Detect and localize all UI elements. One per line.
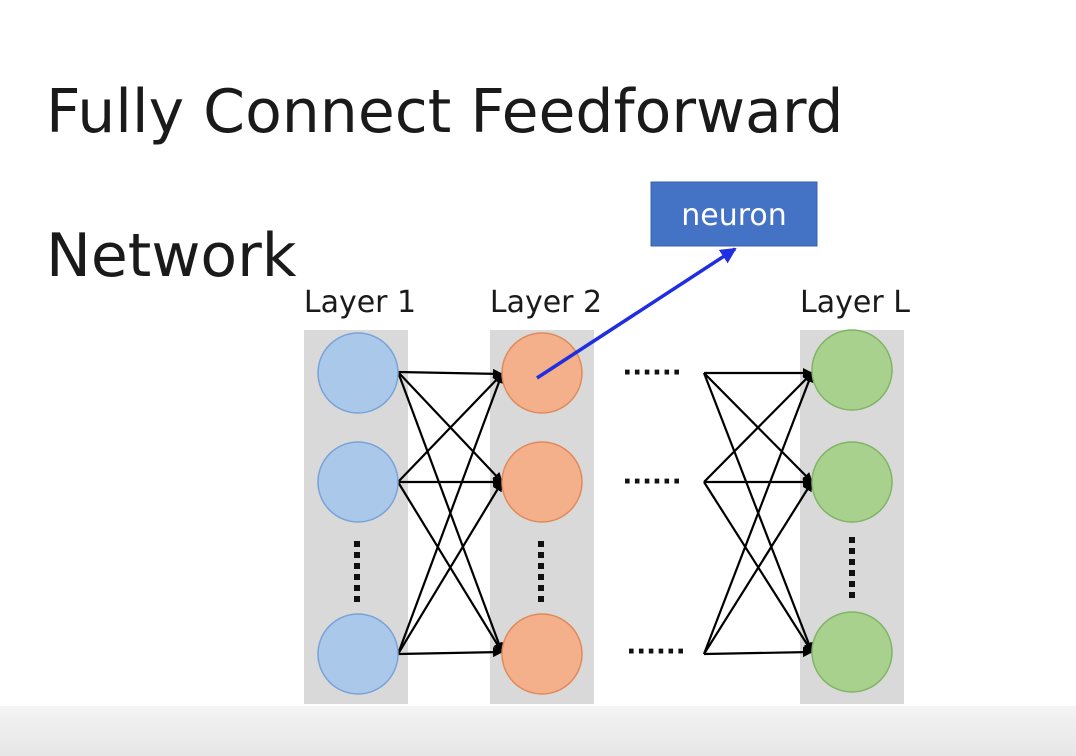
- layer-2-neuron: [501, 613, 583, 695]
- layer-1-label: Layer 1: [304, 285, 416, 320]
- horizontal-ellipsis-row-1: ······: [622, 358, 681, 388]
- slide-title: Fully Connect Feedforward Network: [46, 4, 1046, 364]
- layer-1-neuron: [317, 332, 399, 414]
- layer-1-neuron: [317, 441, 399, 523]
- layer-l-neuron: [811, 441, 893, 523]
- layer-2-neuron: [501, 441, 583, 523]
- vertical-ellipsis-layer-2: [538, 541, 544, 602]
- neuron-callout-arrow: [536, 247, 737, 380]
- layer-l-label: Layer L: [800, 285, 910, 320]
- vertical-ellipsis-layer-l: [849, 537, 855, 598]
- horizontal-ellipsis-row-3: ······: [626, 637, 685, 667]
- horizontal-ellipsis-row-2: ······: [622, 467, 681, 497]
- title-line-1: Fully Connect Feedforward: [46, 77, 844, 147]
- layer-l-neuron: [811, 611, 893, 693]
- layer-2-label: Layer 2: [490, 285, 602, 320]
- layer-l-neuron: [811, 329, 893, 411]
- neuron-callout-label: neuron: [681, 198, 787, 233]
- title-line-2: Network: [46, 221, 297, 291]
- connections-to-layer-l: [702, 368, 814, 658]
- neuron-callout-box: [650, 181, 818, 247]
- vertical-ellipsis-layer-1: [354, 541, 360, 602]
- connections-layer1-to-layer2: [396, 368, 504, 658]
- bottom-bar: [0, 706, 1076, 756]
- layer-1-neuron: [317, 613, 399, 695]
